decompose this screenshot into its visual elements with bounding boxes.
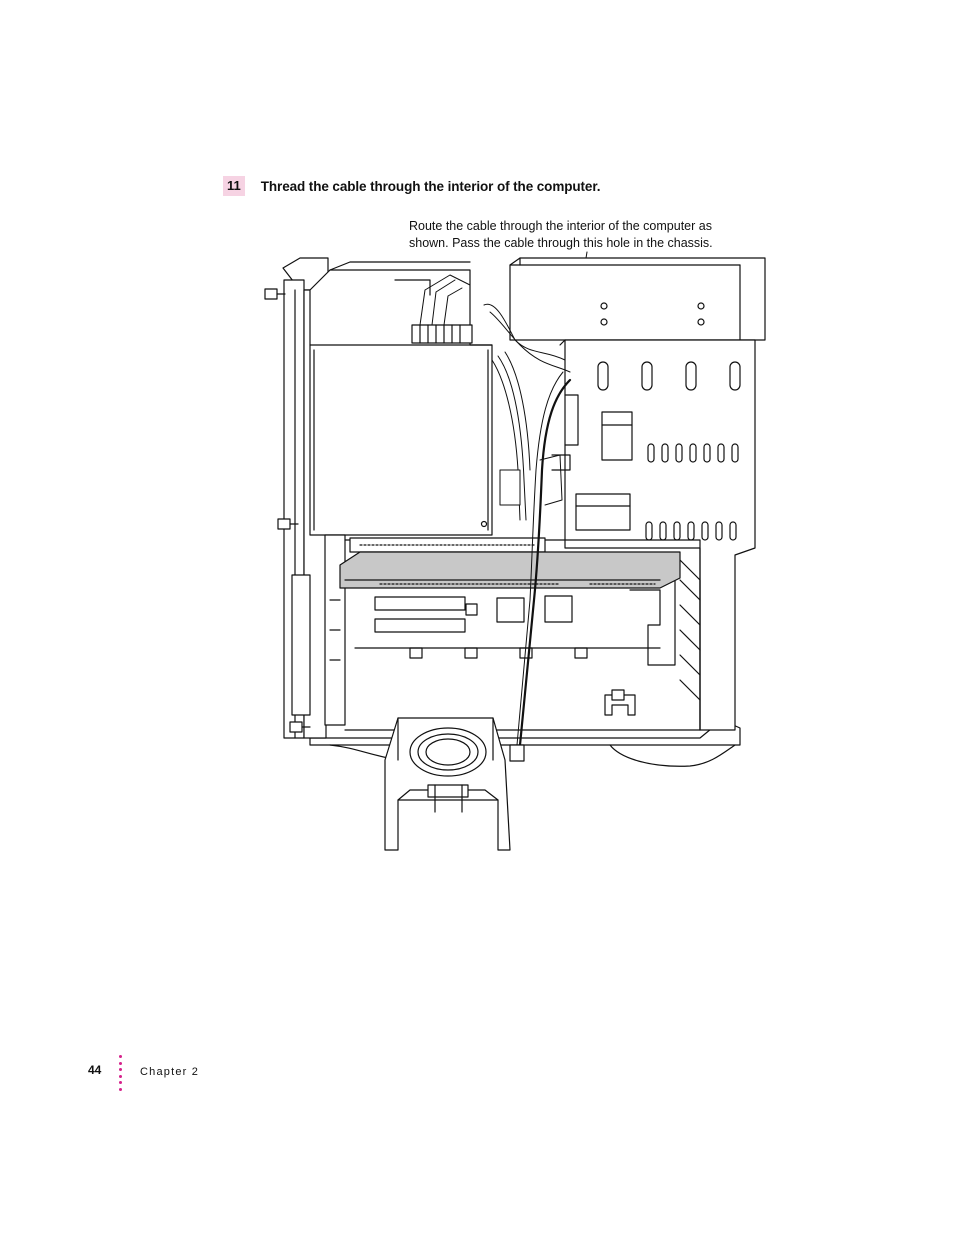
power-supply <box>309 261 493 536</box>
thumbscrews <box>264 288 311 733</box>
step-heading: 11 Thread the cable through the interior… <box>223 176 600 196</box>
threaded-cable <box>509 371 572 762</box>
page-number: 44 <box>88 1063 102 1077</box>
fan-assembly <box>384 717 511 851</box>
vent-slots-lower <box>645 521 737 541</box>
expansion-card <box>339 551 681 589</box>
callout-line-2: shown. Pass the cable through this hole … <box>409 236 713 250</box>
vent-slots-upper <box>647 443 739 463</box>
step-title: Thread the cable through the interior of… <box>260 178 601 194</box>
footer-dotted-divider <box>119 1055 123 1095</box>
cable-bundle <box>483 303 571 521</box>
step-number: 11 <box>223 176 245 196</box>
chassis-base <box>309 719 741 767</box>
chassis-side-wall <box>551 339 756 731</box>
callout-line-1: Route the cable through the interior of … <box>409 219 712 233</box>
drive-bay <box>509 257 766 341</box>
figure-callout: Route the cable through the interior of … <box>409 218 729 252</box>
chapter-label: Chapter 2 <box>140 1066 200 1078</box>
